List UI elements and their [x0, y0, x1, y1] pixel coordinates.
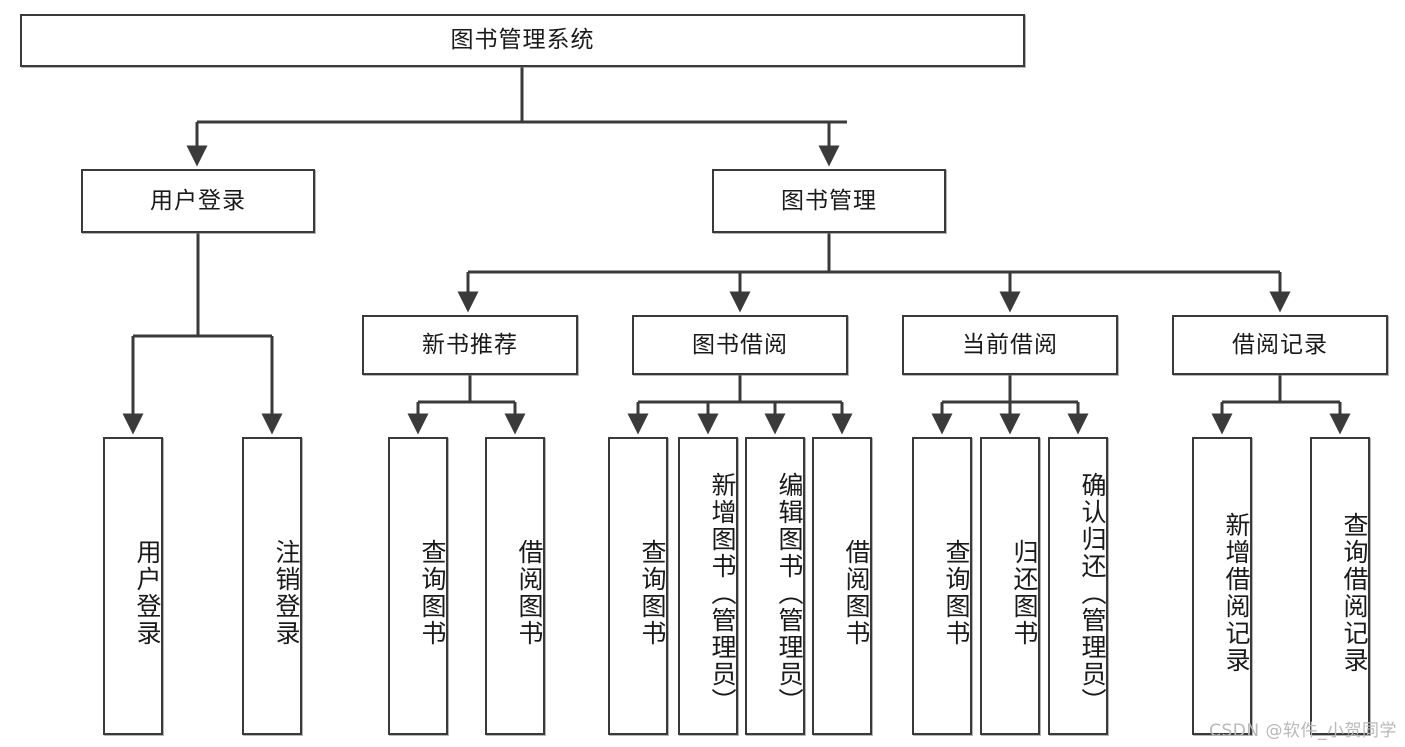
leaf-book-borrow-borrow-book[interactable]: 借阅图书 [812, 437, 872, 735]
node-borrow-record[interactable]: 借阅记录 [1172, 315, 1388, 375]
leaf-borrow-record-add-record[interactable]: 新增借阅记录 [1192, 437, 1252, 735]
leaf-new-book-borrow-book[interactable]: 借阅图书 [485, 437, 545, 735]
leaf-user-login-logout[interactable]: 注销登录 [242, 437, 302, 735]
node-user-login[interactable]: 用户登录 [81, 169, 315, 233]
leaf-user-login-login[interactable]: 用户登录 [103, 437, 163, 735]
leaf-new-book-query-book[interactable]: 查询图书 [388, 437, 448, 735]
leaf-book-borrow-add-book-admin[interactable]: 新增图书（管理员） [678, 437, 738, 735]
node-new-book-recommend[interactable]: 新书推荐 [362, 315, 578, 375]
leaf-current-borrow-confirm-return-admin[interactable]: 确认归还（管理员） [1048, 437, 1108, 735]
node-current-borrow[interactable]: 当前借阅 [902, 315, 1118, 375]
leaf-current-borrow-query-book[interactable]: 查询图书 [912, 437, 972, 735]
watermark-text: CSDN @软件_小贺同学 [1209, 721, 1397, 741]
node-book-management[interactable]: 图书管理 [712, 169, 946, 233]
leaf-book-borrow-query-book[interactable]: 查询图书 [608, 437, 668, 735]
leaf-current-borrow-return-book[interactable]: 归还图书 [980, 437, 1040, 735]
leaf-borrow-record-query-record[interactable]: 查询借阅记录 [1310, 437, 1370, 735]
node-book-borrow[interactable]: 图书借阅 [632, 315, 848, 375]
node-root-book-management-system[interactable]: 图书管理系统 [20, 14, 1025, 67]
leaf-book-borrow-edit-book-admin[interactable]: 编辑图书（管理员） [745, 437, 805, 735]
